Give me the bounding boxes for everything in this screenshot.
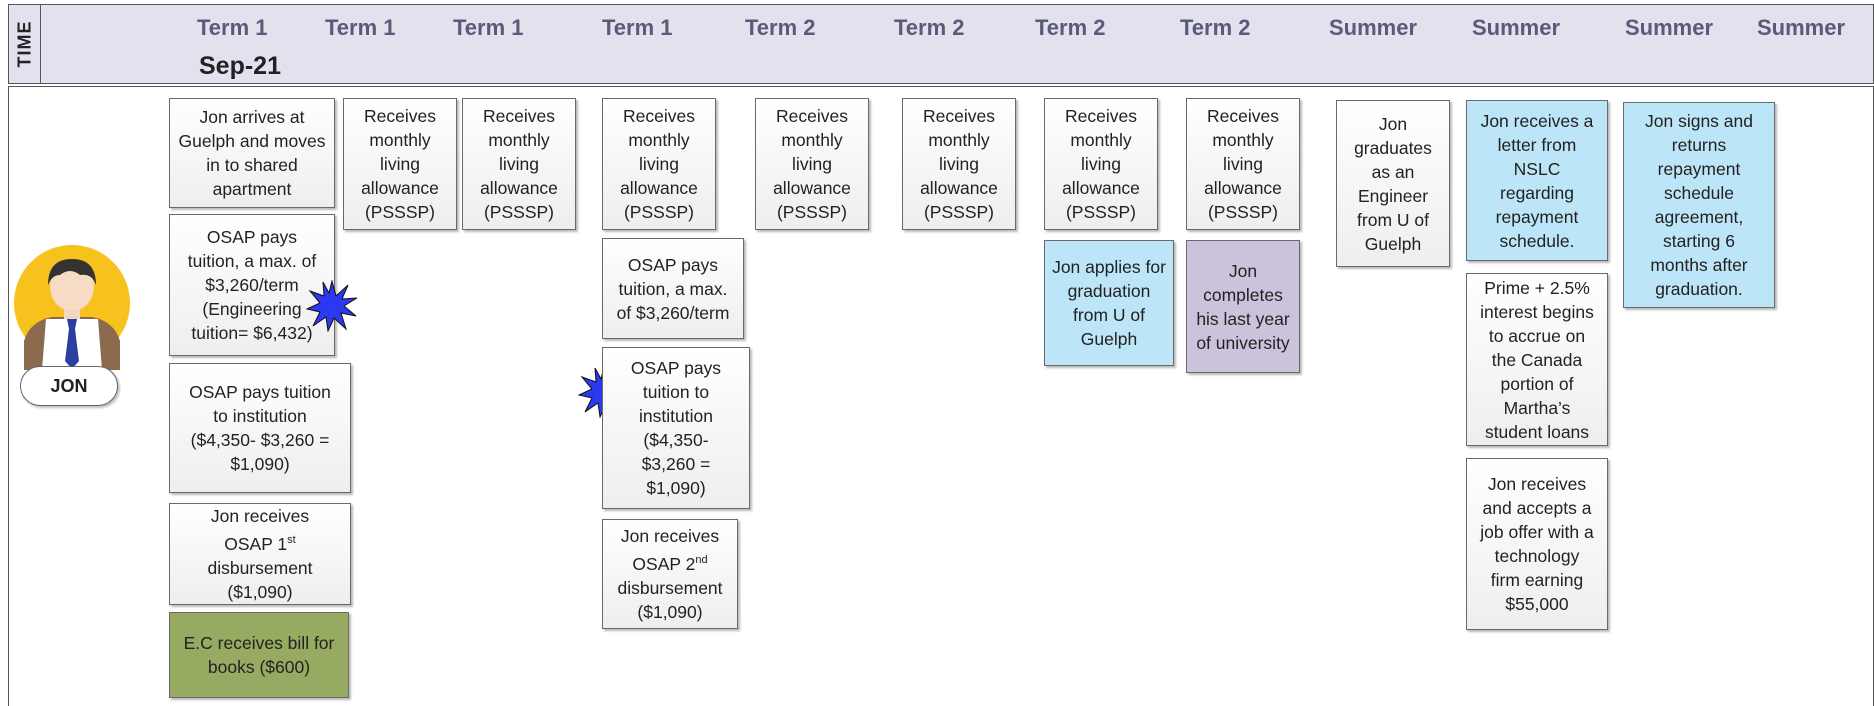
person-avatar-icon — [14, 245, 130, 370]
time-header: TIME Term 1 Term 1 Term 1 Term 1 Term 2 … — [8, 4, 1874, 84]
person-name-badge: JON — [20, 366, 118, 406]
event-applies-graduation: Jon applies for graduation from U of Gue… — [1044, 240, 1174, 366]
term-label: Term 1 — [197, 15, 268, 40]
term-label: Term 2 — [1035, 15, 1106, 40]
term-label: Summer — [1757, 15, 1846, 40]
event-completes-year: Jon completes his last year of universit… — [1186, 240, 1300, 373]
term-label: Summer — [1625, 15, 1714, 40]
term-label: Term 2 — [894, 15, 965, 40]
event-books-bill: E.C receives bill for books ($600) — [169, 612, 349, 698]
starburst-icon — [306, 280, 358, 332]
term-label: Term 2 — [1180, 15, 1251, 40]
time-label: TIME — [14, 20, 34, 68]
term-label: Term 1 — [453, 15, 524, 40]
term-label: Term 1 — [602, 15, 673, 40]
event-osap-disbursement-2: Jon receives OSAP 2nd disbursement ($1,0… — [602, 519, 738, 629]
event-arrive-guelph: Jon arrives at Guelph and moves in to sh… — [169, 98, 335, 208]
time-label-cell: TIME — [9, 5, 41, 83]
event-osap-tuition-1: OSAP pays tuition, a max. of $3,260/term… — [169, 214, 335, 356]
term-label: Summer — [1472, 15, 1561, 40]
term-label: Summer — [1329, 15, 1418, 40]
term-label: Term 1 — [325, 15, 396, 40]
start-date: Sep-21 — [199, 52, 281, 80]
term-label: Term 2 — [745, 15, 816, 40]
event-osap-disbursement-1: Jon receives OSAP 1st disbursement ($1,0… — [169, 503, 351, 605]
event-osap-institution-1: OSAP pays tuition to institution ($4,350… — [169, 363, 351, 493]
